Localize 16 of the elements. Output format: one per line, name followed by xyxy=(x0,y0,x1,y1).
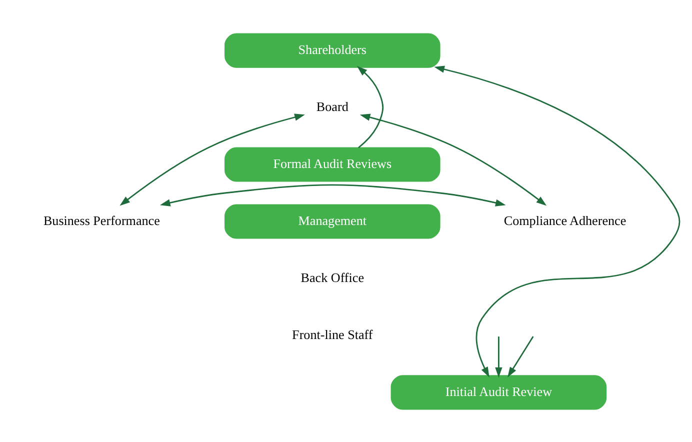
arrow xyxy=(434,65,680,377)
arrow xyxy=(120,113,305,206)
arrow xyxy=(495,336,502,378)
arrow xyxy=(160,184,506,206)
node-box: Management xyxy=(224,204,440,238)
arrow xyxy=(360,113,547,206)
arrow xyxy=(356,66,384,148)
node-box: Shareholders xyxy=(224,32,440,68)
node-text: Board xyxy=(316,98,348,114)
node-box: Initial Audit Review xyxy=(390,374,607,410)
node-text: Compliance Adherence xyxy=(504,212,626,228)
arrow xyxy=(508,336,534,377)
node-box: Formal Audit Reviews xyxy=(224,146,440,182)
node-text: Front-line Staff xyxy=(292,326,373,342)
node-text: Business Performance xyxy=(43,212,160,228)
node-text: Back Office xyxy=(300,269,364,284)
